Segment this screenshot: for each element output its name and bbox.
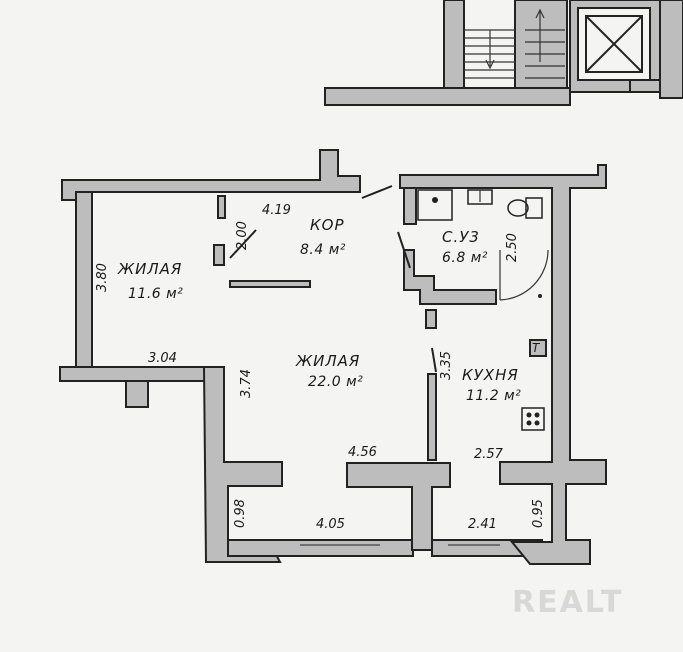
dimension-labels: 4.19 2.00 3.80 3.04 3.74 2.50 3.35 4.56 … (95, 203, 546, 532)
room-name-living-1: ЖИЛАЯ (117, 260, 182, 278)
stairwell (324, 0, 683, 106)
room-name-corridor: КОР (310, 216, 345, 234)
dimension-label: 3.74 (239, 369, 254, 398)
room-name-kitchen: КУХНЯ (462, 366, 519, 384)
watermark: REALT (512, 585, 623, 620)
dimension-label: 2.00 (235, 221, 250, 250)
dimension-label: 4.56 (348, 445, 377, 460)
dimension-label: 0.95 (531, 499, 546, 528)
room-name-living-2: ЖИЛАЯ (295, 352, 360, 370)
dimension-label: 2.50 (505, 233, 520, 262)
room-area-corridor: 8.4 м² (300, 242, 346, 258)
dimension-label: 0.98 (233, 499, 248, 528)
room-name-bathroom: С.У3 (442, 228, 480, 246)
bathroom-fixtures: Т (417, 189, 549, 431)
room-area-living-1: 11.6 м² (128, 286, 183, 302)
room-area-bathroom: 6.8 м² (442, 250, 488, 266)
walls (59, 149, 607, 565)
room-area-living-2: 22.0 м² (308, 374, 363, 390)
dimension-label: 3.35 (439, 351, 454, 380)
room-area-kitchen: 11.2 м² (466, 388, 521, 404)
dimension-label: 4.19 (262, 203, 291, 218)
doors (229, 185, 437, 373)
dimension-label: 2.57 (474, 447, 504, 462)
room-labels: ЖИЛАЯ 11.6 м² КОР 8.4 м² С.У3 6.8 м² ЖИЛ… (117, 216, 521, 404)
heater-mark: Т (532, 341, 541, 355)
dimension-label: 3.80 (95, 263, 110, 292)
dimension-label: 2.41 (468, 517, 497, 532)
dimension-label: 4.05 (316, 517, 345, 532)
dimension-label: 3.04 (148, 351, 177, 366)
